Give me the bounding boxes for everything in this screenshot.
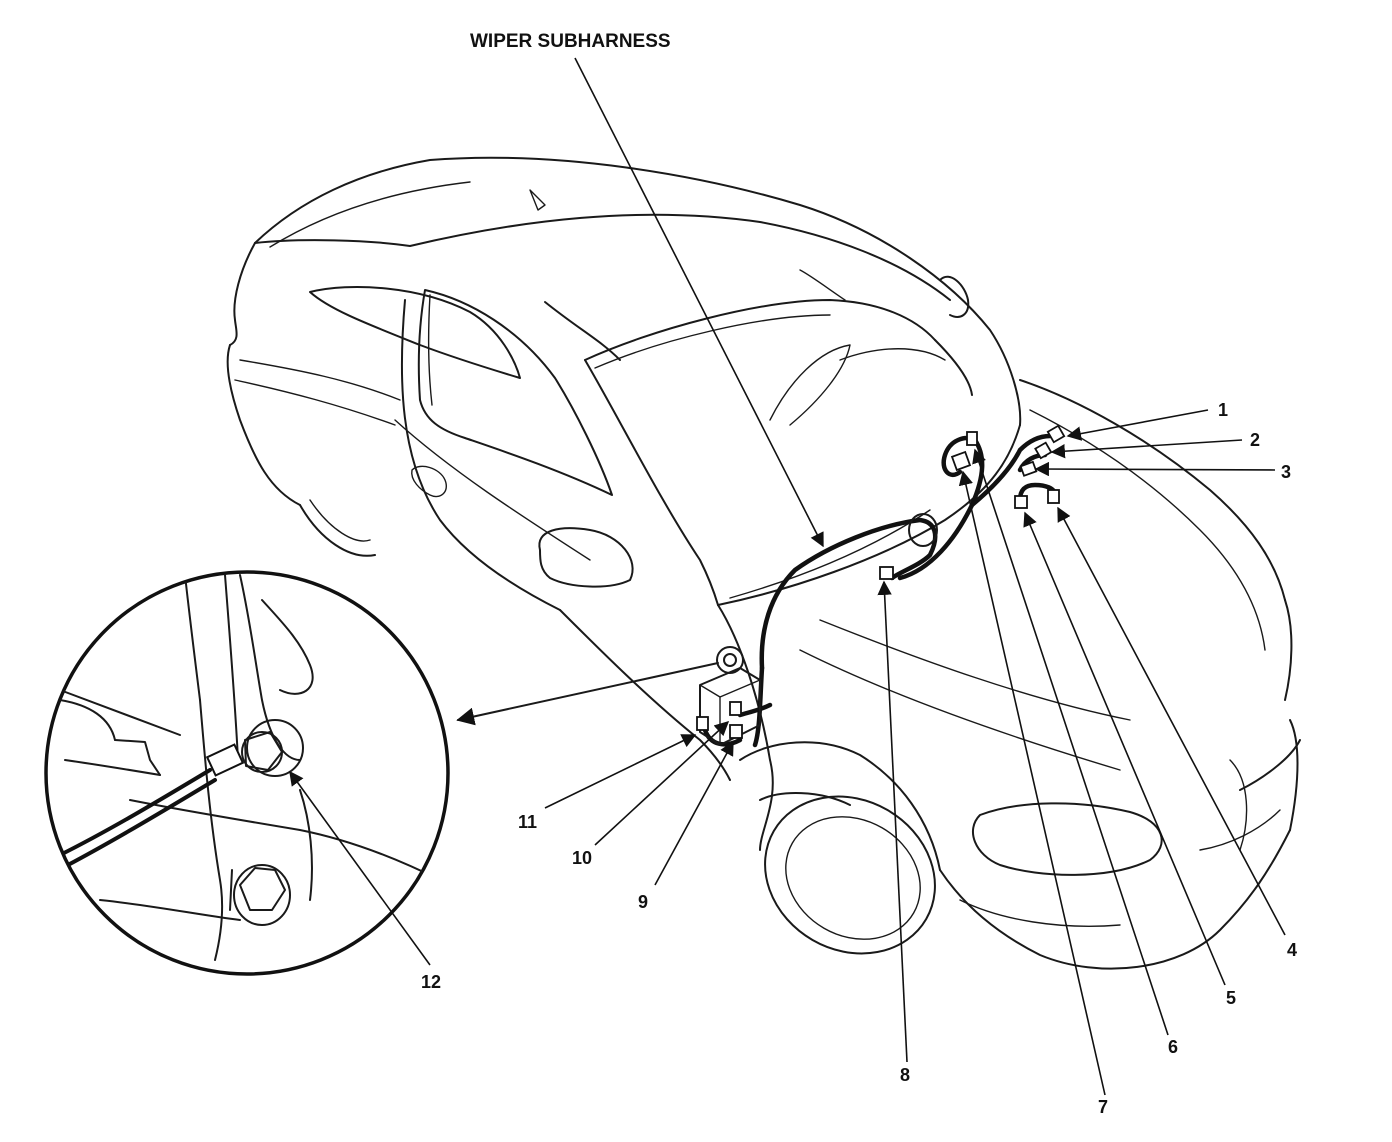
callout-11: 11: [518, 812, 537, 832]
callout-7: 7: [1098, 1097, 1108, 1117]
connectors: [696, 424, 1066, 746]
callout-6: 6: [1168, 1037, 1178, 1057]
callout-5: 5: [1226, 988, 1236, 1008]
callout-3: 3: [1281, 462, 1291, 482]
callout-2: 2: [1250, 430, 1260, 450]
diagram-title: WIPER SUBHARNESS: [470, 31, 671, 52]
callout-12: 12: [421, 972, 441, 992]
leader-lines: [456, 57, 1286, 1096]
callout-9: 9: [638, 892, 648, 912]
callout-10: 10: [572, 848, 592, 868]
callout-8: 8: [900, 1065, 910, 1085]
wiper-harness: [702, 433, 1058, 748]
detail-inset: [44, 570, 450, 976]
callout-labels: 1 2 3 4 5 6 7 8 9 10 11 12: [421, 400, 1297, 1117]
callout-4: 4: [1287, 940, 1297, 960]
callout-1: 1: [1218, 400, 1228, 420]
